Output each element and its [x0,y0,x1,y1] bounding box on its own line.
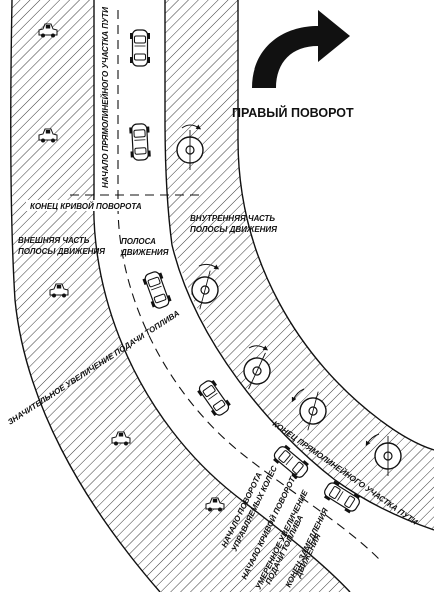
outer-shoulder-edge [10,0,161,592]
steer-arrow-5 [365,433,380,447]
inner-hatched-shoulder [165,0,434,530]
steer-arrow-3 [248,345,269,351]
inner-shoulder-edge [237,0,434,451]
label-outer-part-line1: ВНЕШНЯЯ ЧАСТЬ [18,236,90,245]
curved-right-arrow-icon [252,10,350,88]
car-icon-4 [194,376,234,420]
car-icon-top [129,29,151,67]
steer-arrow-4 [291,388,305,403]
steer-arrow-2 [198,263,220,270]
label-bg-end-curve [26,200,166,211]
car-icon-2 [128,122,152,162]
car-icon-3 [140,269,174,311]
label-outer-part-line2: ПОЛОСЫ ДВИЖЕНИЯ [18,247,105,256]
label-lane-line2: ДВИЖЕНИЯ [120,248,169,257]
outer-road-edge [93,0,351,592]
outer-hatched-shoulder [10,0,351,592]
steer-arrow-1 [181,124,202,130]
label-end-curve: КОНЕЦ КРИВОЙ ПОВОРОТА [30,202,142,211]
label-lane-line1: ПОЛОСА [121,237,156,246]
label-inner-part-line2: ПОЛОСЫ ДВИЖЕНИЯ [190,225,277,234]
page-title: ПРАВЫЙ ПОВОРОТ [232,105,354,120]
inner-road-edge [164,0,434,531]
label-inner-part-line1: ВНУТРЕННЯЯ ЧАСТЬ [190,214,275,223]
label-start-straight-top: НАЧАЛО ПРЯМОЛИНЕЙНОГО УЧАСТКА ПУТИ [101,7,110,188]
lane-center-line [117,10,381,561]
